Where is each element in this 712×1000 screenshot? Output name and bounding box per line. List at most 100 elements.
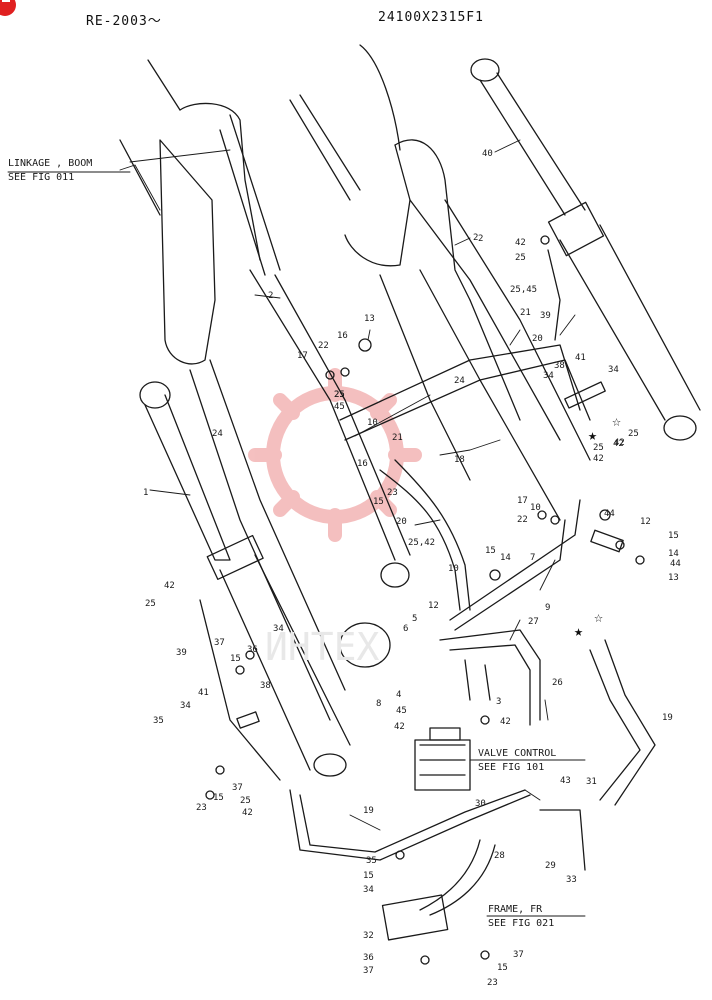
callout: 21 xyxy=(392,433,403,443)
callout: 42 xyxy=(593,454,604,464)
callout: 31 xyxy=(586,777,597,787)
callout: 38 xyxy=(554,361,565,371)
callout: 45 xyxy=(334,402,345,412)
callout: 39 xyxy=(176,648,187,658)
callout: 15 xyxy=(497,963,508,973)
callout: 34 xyxy=(180,701,191,711)
ref-frame-fr-line2: SEE FIG 021 xyxy=(488,918,554,929)
callout: 25,42 xyxy=(408,538,435,548)
callout: 41 xyxy=(575,353,586,363)
callout: 20 xyxy=(532,334,543,344)
callout: 42 xyxy=(614,438,625,448)
callout: 14 xyxy=(500,553,511,563)
callout: 13 xyxy=(668,573,679,583)
callout: 39 xyxy=(540,311,551,321)
callout: 33 xyxy=(566,875,577,885)
callout: 36 xyxy=(363,953,374,963)
callout: 2 xyxy=(473,233,478,243)
callout: 13 xyxy=(364,314,375,324)
callout: 22 xyxy=(517,515,528,525)
ref-linkage-boom-line1: LINKAGE , BOOM xyxy=(8,158,92,169)
callout: 42 xyxy=(613,439,624,449)
callout: 25 xyxy=(334,390,345,400)
callout: 2 xyxy=(478,234,483,244)
callout: 42 xyxy=(394,722,405,732)
cylinder-left xyxy=(139,381,351,777)
ref-linkage-boom-line2: SEE FIG 011 xyxy=(8,172,74,183)
callout: 42 xyxy=(242,808,253,818)
callout: 25 xyxy=(240,796,251,806)
callout: 16 xyxy=(357,459,368,469)
callout: 5 xyxy=(412,614,417,624)
valve-block xyxy=(414,727,471,791)
callout: 35 xyxy=(366,856,377,866)
callout: 43 xyxy=(560,776,571,786)
callout: 15 xyxy=(668,531,679,541)
callout: 1 xyxy=(143,488,148,498)
leader-lines xyxy=(119,139,576,831)
callout: 12 xyxy=(428,601,439,611)
callout: 10 xyxy=(530,503,541,513)
callout: 19 xyxy=(363,806,374,816)
callout: 25 xyxy=(145,599,156,609)
callout: 42 xyxy=(515,238,526,248)
callout: 42 xyxy=(500,717,511,727)
open-star-icon: ☆ xyxy=(612,412,621,430)
boom-right xyxy=(289,44,591,521)
callout: 14 xyxy=(668,549,679,559)
callout: 3 xyxy=(496,697,501,707)
callout: 37 xyxy=(513,950,524,960)
callout: 30 xyxy=(475,799,486,809)
callout: 20 xyxy=(396,517,407,527)
callout: 4 xyxy=(396,690,401,700)
callout: 23 xyxy=(487,978,498,988)
callout: 23 xyxy=(196,803,207,813)
part-number: 24100X2315F1 xyxy=(378,10,484,25)
callout: 37 xyxy=(214,638,225,648)
callout: 10 xyxy=(448,564,459,574)
boom-left xyxy=(119,59,411,721)
watermark-text: ИНТЕХ xyxy=(265,625,380,669)
cylinder-right xyxy=(470,58,701,441)
callout: 25 xyxy=(334,390,345,400)
callout: 15 xyxy=(373,497,384,507)
callout: 42 xyxy=(164,581,175,591)
callout: 22 xyxy=(318,341,329,351)
callout: 24 xyxy=(454,376,465,386)
callout: 45 xyxy=(396,706,407,716)
callout: 34 xyxy=(608,365,619,375)
fittings xyxy=(205,235,645,965)
callout: 9 xyxy=(545,603,550,613)
filled-star-icon: ★ xyxy=(574,622,583,640)
callout: 35 xyxy=(153,716,164,726)
callout: 38 xyxy=(260,681,271,691)
callout: 15 xyxy=(485,546,496,556)
callout: 6 xyxy=(403,624,408,634)
callout: 32 xyxy=(363,931,374,941)
callout: 24 xyxy=(212,429,223,439)
callout: 44 xyxy=(670,559,681,569)
callout: 44 xyxy=(604,509,615,519)
ref-valve-control-line2: SEE FIG 101 xyxy=(478,762,544,773)
callout: 34 xyxy=(543,371,554,381)
callout: 17 xyxy=(517,496,528,506)
callout: 25 xyxy=(593,443,604,453)
callout: 12 xyxy=(640,517,651,527)
open-star-icon: ☆ xyxy=(594,608,603,626)
serial-range: RE-2003～ xyxy=(86,14,162,29)
ref-valve-control-line1: VALVE CONTROL xyxy=(478,748,556,759)
callout: 19 xyxy=(662,713,673,723)
ref-frame-fr-line1: FRAME, FR xyxy=(488,904,543,915)
callout: 34 xyxy=(273,624,284,634)
callout: 25,45 xyxy=(510,285,537,295)
callout: 10 xyxy=(367,418,378,428)
callout: 15 xyxy=(363,871,374,881)
callout: 7 xyxy=(530,553,535,563)
callout: 34 xyxy=(363,885,374,895)
hydraulic-lines xyxy=(199,249,656,916)
callout: 41 xyxy=(198,688,209,698)
callout: 23 xyxy=(387,488,398,498)
callout: 25 xyxy=(515,253,526,263)
callout: 15 xyxy=(230,654,241,664)
callout: 29 xyxy=(545,861,556,871)
